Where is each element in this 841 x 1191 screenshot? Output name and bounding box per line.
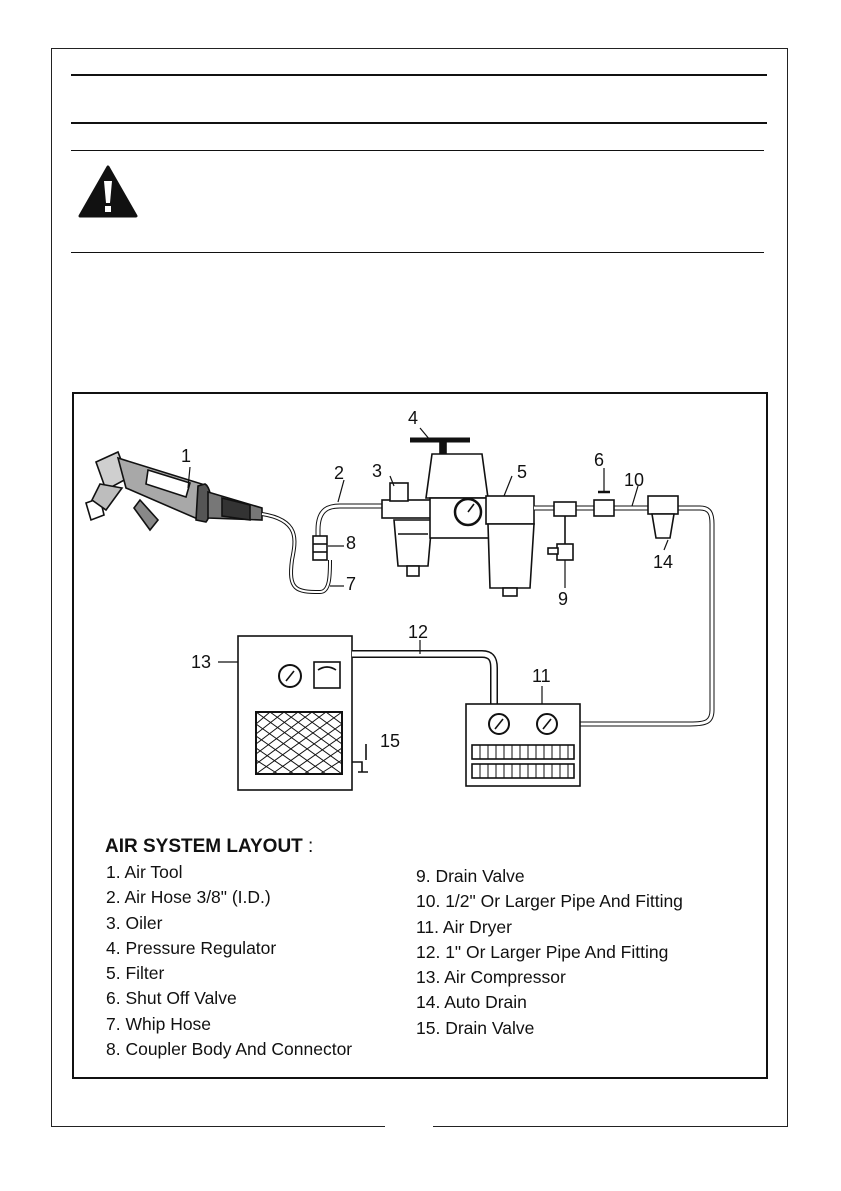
callout-15: 15 — [380, 731, 401, 751]
legend-list-left: 1. Air Tool 2. Air Hose 3/8" (I.D.) 3. O… — [106, 860, 352, 1062]
callout-5: 5 — [517, 462, 528, 482]
legend-title-text: AIR SYSTEM LAYOUT — [105, 836, 303, 857]
legend-list-right: 9. Drain Valve 10. 1/2" Or Larger Pipe A… — [416, 864, 683, 1041]
header-rule-top — [71, 74, 767, 76]
legend-item: 12. 1" Or Larger Pipe And Fitting — [416, 941, 669, 962]
legend-item: 3. Oiler — [106, 912, 163, 933]
callout-1: 1 — [181, 446, 192, 466]
legend-item: 10. 1/2" Or Larger Pipe And Fitting — [416, 891, 683, 912]
legend-item: 13. Air Compressor — [416, 967, 566, 988]
callout-3: 3 — [372, 461, 383, 481]
legend-item: 1. Air Tool — [106, 862, 183, 882]
legend-item: 15. Drain Valve — [416, 1017, 535, 1038]
air-system-figure — [72, 392, 768, 1079]
callout-12: 12 — [408, 622, 429, 642]
legend-item: 14. Auto Drain — [416, 992, 527, 1013]
warning-triangle-icon — [78, 165, 138, 218]
warning-box-top-rule — [71, 150, 764, 151]
legend-title-suffix: : — [302, 836, 314, 857]
legend-item: 11. Air Dryer — [416, 916, 512, 937]
header-rule-bottom — [71, 122, 767, 124]
callout-13: 13 — [191, 652, 212, 672]
callout-14: 14 — [653, 552, 674, 572]
legend-item: 2. Air Hose 3/8" (I.D.) — [106, 887, 271, 908]
warning-box-bottom-rule — [71, 252, 764, 253]
legend-item: 9. Drain Valve — [416, 866, 525, 886]
callout-9: 9 — [558, 589, 569, 609]
legend-title: AIR SYSTEM LAYOUT : — [105, 837, 313, 856]
callout-10: 10 — [624, 470, 645, 490]
legend-item: 7. Whip Hose — [106, 1013, 212, 1034]
callout-7: 7 — [346, 574, 357, 594]
callout-4: 4 — [408, 408, 419, 428]
air-tool-illustration — [85, 450, 263, 532]
callout-6: 6 — [594, 450, 605, 470]
callout-2: 2 — [334, 463, 345, 483]
legend-item: 4. Pressure Regulator — [106, 937, 277, 958]
page-footer-gap — [385, 1124, 433, 1130]
callout-11: 11 — [532, 666, 551, 686]
legend-item: 6. Shut Off Valve — [106, 988, 237, 1009]
legend-item: 8. Coupler Body And Connector — [106, 1039, 353, 1060]
callout-8: 8 — [346, 533, 357, 553]
legend-item: 5. Filter — [106, 963, 165, 984]
